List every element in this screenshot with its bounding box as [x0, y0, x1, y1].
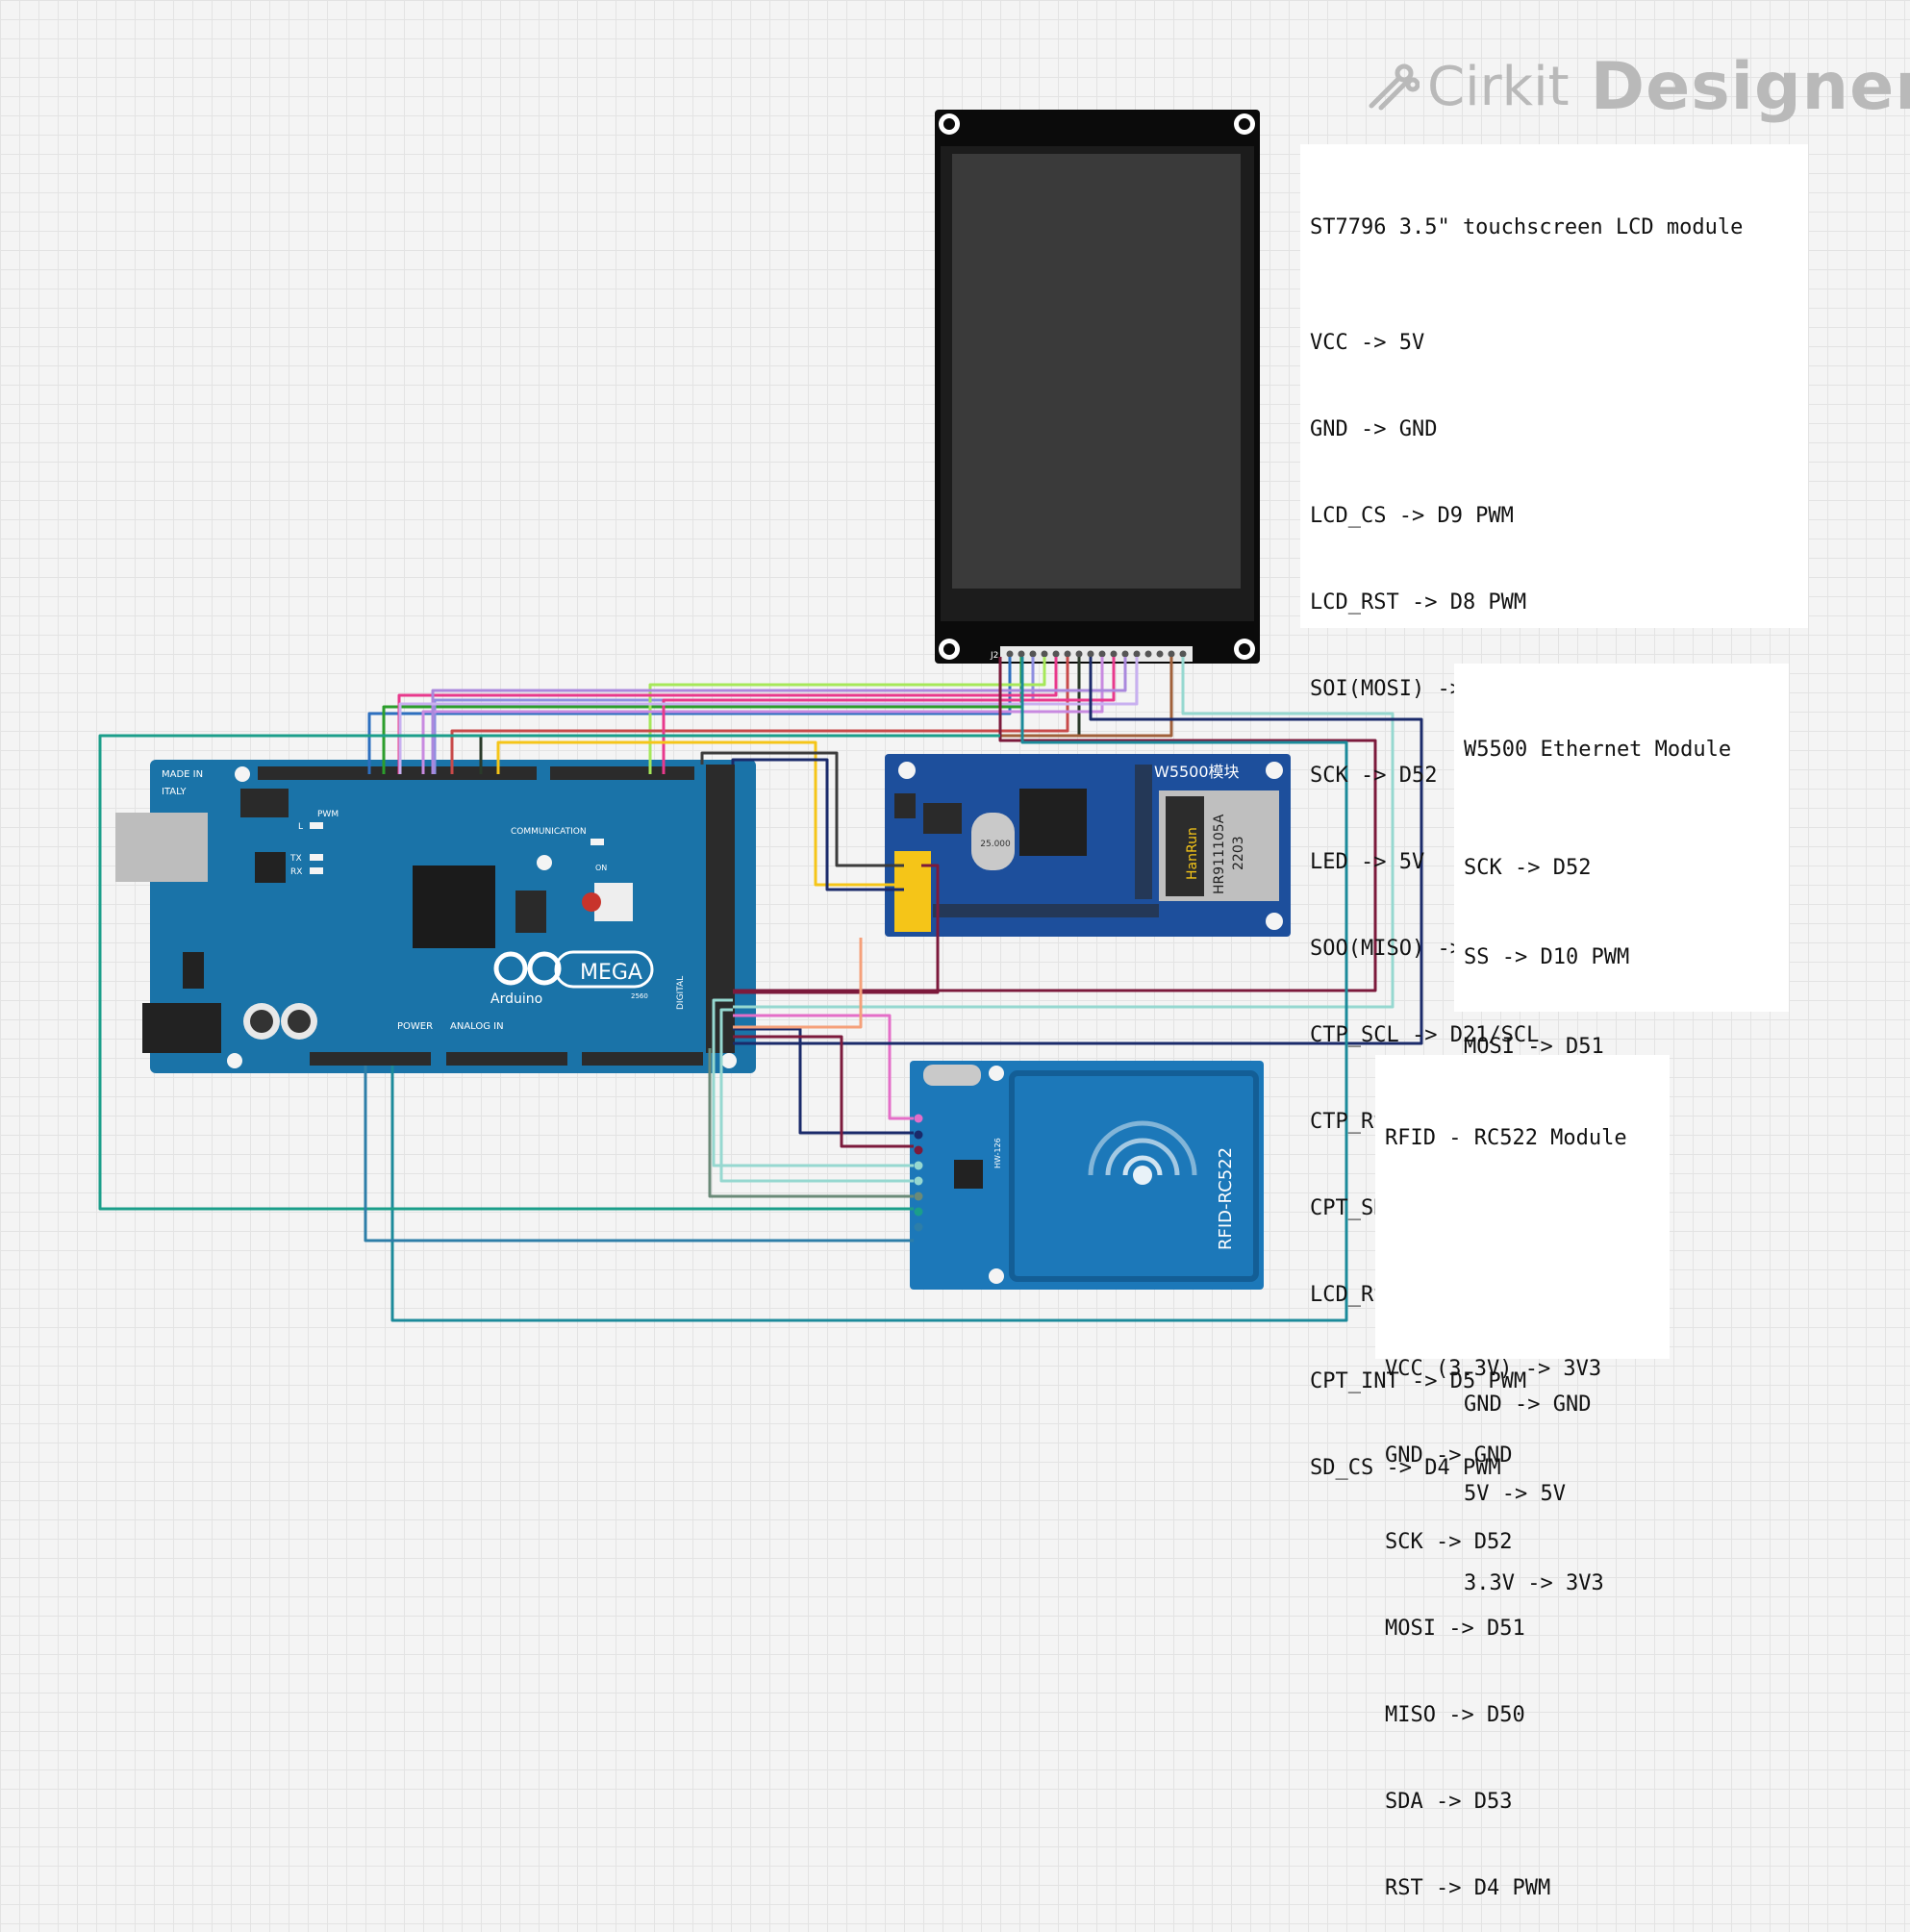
note-line: LCD_CS -> D9 PWM [1310, 504, 1514, 528]
usb-port [115, 813, 208, 882]
lcd-connector-label: J2 [990, 651, 998, 661]
note-line: VCC -> 5V [1310, 331, 1425, 355]
mcu-chip [413, 866, 495, 948]
brand-watermark: Cirkit Designer [1366, 49, 1910, 125]
jack-part: HR911105A [1212, 814, 1227, 894]
brand-name-part2: Designer [1590, 48, 1910, 125]
digital-header-top[interactable] [258, 766, 537, 780]
jack-date: 2203 [1231, 836, 1246, 870]
analog-header-b[interactable] [582, 1052, 703, 1066]
note-line: CTP_SCL -> D21/SCL [1310, 1023, 1540, 1047]
note-line: VCC (3.3V) -> 3V3 [1385, 1357, 1602, 1381]
rc522-chip [954, 1160, 983, 1189]
note-line: SDA -> D53 [1385, 1790, 1513, 1814]
w5500-notes[interactable]: W5500 Ethernet Module SCK -> D52 SS -> D… [1454, 664, 1789, 1595]
rfid-notes[interactable]: RFID - RC522 Module VCC (3.3V) -> 3V3 GN… [1375, 1055, 1670, 1900]
rfid-pin-header[interactable] [914, 1114, 923, 1232]
jack-brand: HanRun [1185, 827, 1200, 880]
antenna-coil [1009, 1070, 1259, 1282]
arduino-model-label: MEGA [580, 961, 642, 985]
wires [98, 657, 1423, 1322]
note-line: SCK -> D52 [1464, 856, 1592, 880]
arduino-brand-label: Arduino [490, 991, 542, 1007]
rfid-model: HW-126 [993, 1138, 1002, 1168]
rfid-crystal [923, 1065, 981, 1086]
arduino-logo [493, 950, 654, 989]
lcd-notes[interactable]: ST7796 3.5" touchscreen LCD module VCC -… [1300, 144, 1808, 1480]
w5500-notes-title: W5500 Ethernet Module [1464, 738, 1732, 762]
schematic-canvas: J2 [98, 110, 1423, 1322]
w5500-pin-header[interactable] [894, 851, 931, 932]
arduino-model-number: 2560 [631, 992, 648, 1000]
italy-label: ITALY [162, 787, 187, 797]
made-in-label: MADE IN [162, 769, 203, 780]
power-jack [142, 1003, 221, 1053]
digital-header-side[interactable] [706, 765, 735, 1053]
note-line: SS -> D10 PWM [1464, 945, 1630, 969]
led-on-label: ON [595, 864, 607, 872]
crystal-label: 25.000 [980, 840, 1011, 849]
note-line: MOSI -> D51 [1464, 1035, 1604, 1059]
note-line: CPT_INT -> D5 PWM [1310, 1369, 1527, 1393]
note-line: GND -> GND [1385, 1443, 1513, 1468]
w5500-module[interactable]: 25.000 HanRun HR911105A 2203 W5500模块 [885, 754, 1291, 937]
note-line: 5V -> 5V [1464, 1482, 1566, 1506]
communication-label: COMMUNICATION [511, 827, 587, 837]
rfid-label: RFID-RC522 [1216, 1147, 1236, 1250]
note-line: SCK -> D52 [1310, 764, 1438, 788]
lcd-module[interactable]: J2 [935, 110, 1260, 664]
analog-in-label: ANALOG IN [450, 1021, 504, 1032]
cirkit-logo-icon [1369, 63, 1420, 111]
rfid-notes-title: RFID - RC522 Module [1385, 1126, 1627, 1150]
digital-label: DIGITAL [676, 976, 686, 1010]
led-rx-label: RX [290, 867, 302, 877]
lcd-notes-title: ST7796 3.5" touchscreen LCD module [1310, 215, 1744, 239]
note-line: SCK -> D52 [1385, 1530, 1513, 1554]
note-line: MISO -> D50 [1385, 1703, 1525, 1727]
led-l-label: L [298, 822, 303, 832]
note-line: MOSI -> D51 [1385, 1617, 1525, 1641]
comm-header[interactable] [550, 766, 694, 780]
note-line: LED -> 5V [1310, 850, 1425, 874]
rfid-rc522-module[interactable]: RFID-RC522 HW-126 [910, 1061, 1264, 1290]
note-line: LCD_RST -> D8 PWM [1310, 590, 1527, 615]
note-line [1385, 1268, 1660, 1297]
power-header[interactable] [310, 1052, 431, 1066]
lcd-pin-header[interactable] [1006, 650, 1187, 658]
note-line: 3.3V -> 3V3 [1464, 1571, 1604, 1595]
w5500-title: W5500模块 [1154, 763, 1240, 781]
arduino-mega-board[interactable]: MEGA Arduino 2560 MADE IN ITALY PWM COMM… [115, 760, 756, 1073]
led-tx-label: TX [289, 854, 302, 864]
brand-name-part1: Cirkit [1427, 55, 1570, 118]
note-line: GND -> GND [1464, 1393, 1592, 1417]
pwm-label: PWM [317, 810, 339, 819]
w5500-chip [1019, 789, 1087, 856]
note-line: RST -> D4 PWM [1385, 1876, 1551, 1900]
analog-header-a[interactable] [446, 1052, 567, 1066]
crystal [971, 813, 1015, 870]
power-label: POWER [397, 1021, 433, 1032]
note-line: GND -> GND [1310, 417, 1438, 441]
